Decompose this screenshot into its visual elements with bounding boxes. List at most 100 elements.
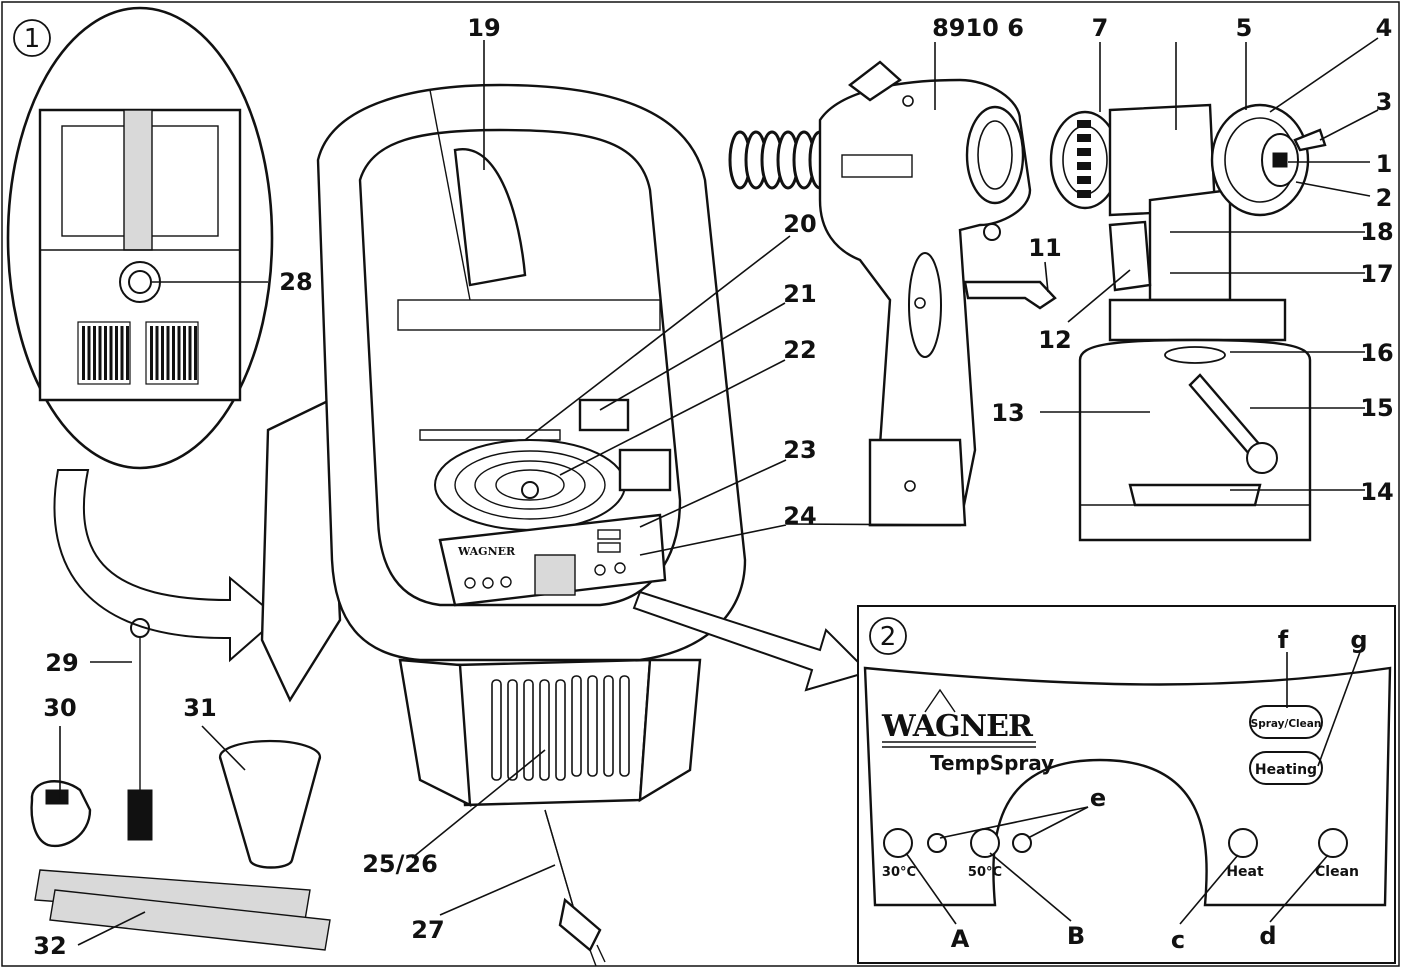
product-text: TempSpray [930, 751, 1054, 775]
spray-clean-label: Spray/Clean [1251, 718, 1322, 730]
housing-vent [453, 658, 652, 807]
callout-20: 20 [783, 210, 816, 238]
callout-32: 32 [33, 932, 66, 960]
cleaning-brush [127, 618, 153, 841]
housing-vent-slot [555, 679, 566, 781]
wagner-logo: WAGNER [881, 688, 1036, 748]
housing-vent-slot [571, 675, 582, 777]
callout-B: B [1067, 922, 1085, 950]
detail-vent-slot [93, 326, 96, 380]
callout-4: 4 [1376, 14, 1393, 42]
panel-number-1: 1 [13, 19, 51, 57]
callout-27: 27 [411, 916, 444, 944]
callout-c: c [1171, 926, 1185, 954]
detail-vent-slot [120, 326, 124, 380]
arrow-detail-to-housing [53, 469, 280, 663]
callout-30: 30 [43, 694, 76, 722]
callout-3: 3 [1376, 88, 1393, 116]
leader-lines [59, 37, 1379, 946]
detail-vent-slot [194, 326, 197, 380]
callout-18: 18 [1360, 218, 1393, 246]
indicator-50c-label: 50°C [968, 865, 1002, 880]
detail-vent-slot [177, 326, 181, 380]
main-housing: WAGNER [260, 83, 747, 808]
housing-vent-slot [539, 679, 550, 781]
callout-24: 24 [783, 502, 816, 530]
callout-14: 14 [1360, 478, 1393, 506]
callout-16: 16 [1360, 339, 1393, 367]
housing-vent-slot [587, 675, 598, 777]
panel-number-1-text: 1 [24, 24, 41, 54]
adjust-ring-tooth [1077, 190, 1091, 198]
indicator-50c-lamp [1012, 833, 1032, 853]
detail-vent-grille [77, 321, 199, 385]
detail-vent-slot [150, 326, 153, 380]
callout-13: 13 [991, 399, 1024, 427]
indicator-heat-label: Heat [1226, 864, 1264, 880]
housing-vent-slot [523, 679, 534, 781]
heating-label: Heating [1255, 762, 1317, 778]
callout-A: A [951, 925, 970, 953]
paint-container [1078, 298, 1312, 542]
callout-21: 21 [783, 280, 816, 308]
adjust-ring-tooth [1077, 148, 1091, 156]
detail-vent-slot [87, 326, 91, 380]
indicator-30c-label: 30°C [882, 865, 916, 880]
callout-25-26: 25/26 [362, 850, 438, 878]
indicator-50c: 50°C [968, 828, 1002, 880]
detail-vent-slot [109, 326, 113, 380]
spray-clean-button[interactable]: Spray/Clean [1249, 705, 1323, 739]
callout-7: 7 [1092, 14, 1109, 42]
adjust-ring-tooth [1077, 134, 1091, 142]
detail-vent-slot [183, 326, 186, 380]
detail-oval [6, 6, 274, 470]
callout-29: 29 [45, 649, 78, 677]
arrow-housing-to-panel [632, 590, 870, 692]
housing-vent-slot [491, 679, 502, 781]
detail-vent-slot [188, 326, 192, 380]
callout-22: 22 [783, 336, 816, 364]
indicator-heat: Heat [1226, 828, 1264, 880]
housing-vent-slot [507, 679, 518, 781]
nozzle-assembly [1049, 103, 1327, 302]
filter-strips [34, 869, 331, 951]
indicator-30c: 30°C [882, 828, 916, 880]
callout-5: 5 [1236, 14, 1253, 42]
callout-12: 12 [1038, 326, 1071, 354]
brand-text: WAGNER [881, 709, 1034, 744]
callout-2: 2 [1376, 184, 1393, 212]
detail-vent-slot [172, 326, 175, 380]
adjust-ring-tooth [1077, 120, 1091, 128]
viscosity-cup [218, 739, 322, 869]
detail-vent-slot [104, 326, 107, 380]
housing-vent-slot [619, 675, 630, 777]
callout-numbers: 19 20 21 22 23 24 8910 6 7 5 4 3 1 2 18 … [33, 14, 1393, 960]
housing-vent-slot [603, 675, 614, 777]
indicator-clean: Clean [1315, 828, 1359, 880]
housing-control-module: WAGNER [438, 513, 667, 607]
indicator-clean-label: Clean [1315, 864, 1359, 880]
detail-vent-slot [82, 326, 85, 380]
detail-vent-slot [155, 326, 159, 380]
callout-f: f [1278, 626, 1289, 654]
callout-d: d [1259, 922, 1276, 950]
detail-vent-slot [161, 326, 164, 380]
callout-19: 19 [467, 14, 500, 42]
callout-11: 11 [1028, 234, 1061, 262]
callout-891066: 8910 6 [932, 14, 1024, 42]
callout-28: 28 [279, 268, 312, 296]
detail-vent-slot [98, 326, 102, 380]
power-cord [544, 809, 606, 967]
callout-1: 1 [1376, 150, 1393, 178]
detail-vent-slot [126, 326, 129, 380]
detail-vent-slot [115, 326, 118, 380]
panel-number-2-text: 2 [880, 622, 897, 652]
callout-23: 23 [783, 436, 816, 464]
control-panel-detail: 2 WAGNER TempSpray Spray/Clean Heating 3… [857, 605, 1396, 964]
detail-vent-slot [166, 326, 170, 380]
callout-15: 15 [1360, 394, 1393, 422]
callout-e: e [1090, 784, 1106, 812]
heating-button[interactable]: Heating [1249, 751, 1323, 785]
